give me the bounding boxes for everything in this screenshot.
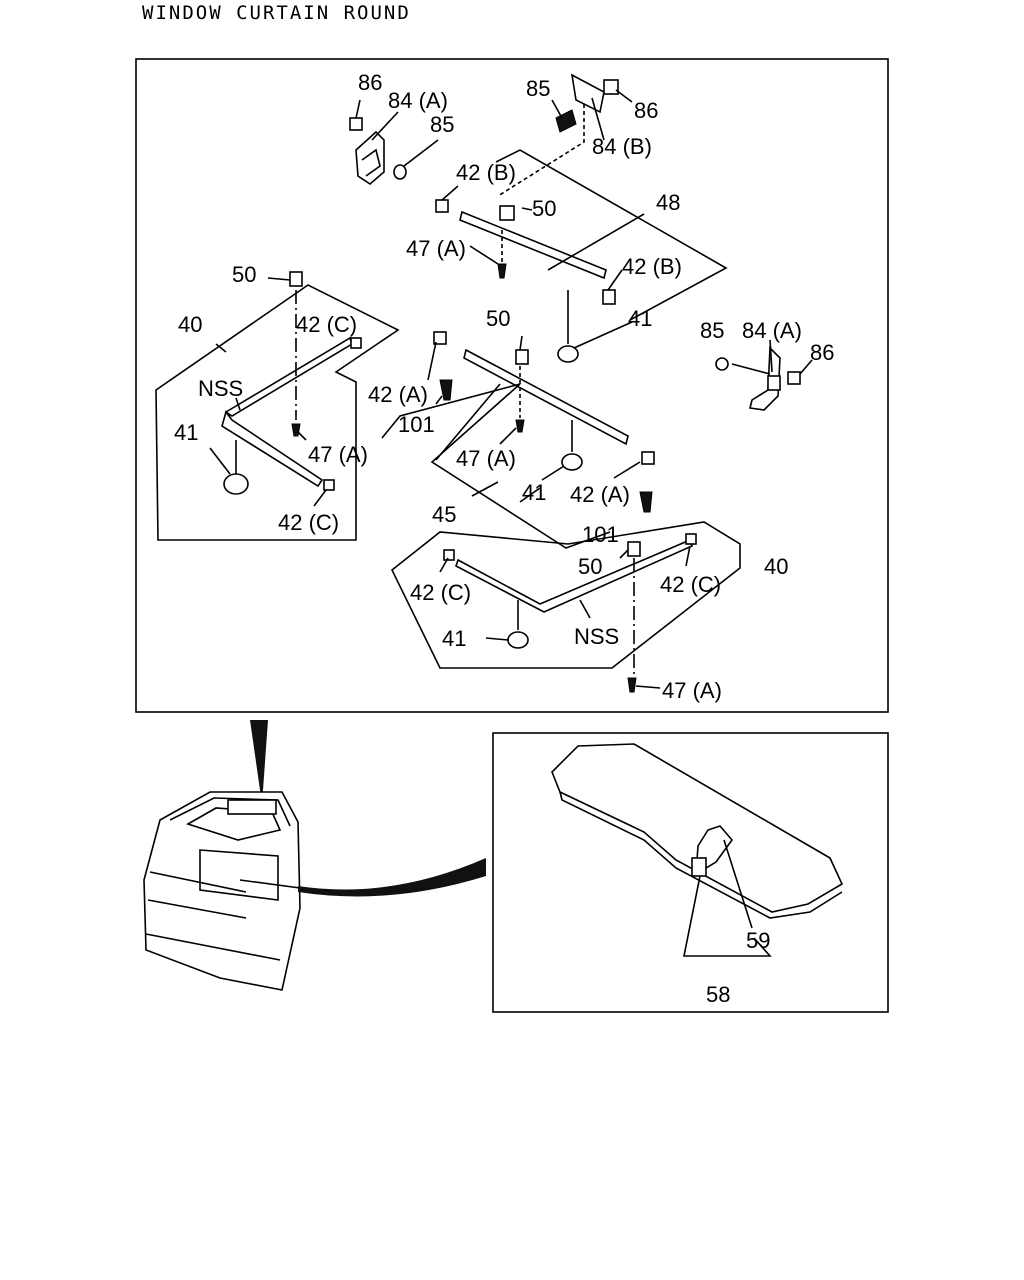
rail-48 bbox=[435, 149, 728, 363]
label-47a: 47 (A) bbox=[406, 236, 466, 261]
label-42c: 42 (C) bbox=[410, 580, 471, 605]
sun-visor-58 bbox=[551, 743, 844, 957]
label-48: 48 bbox=[656, 190, 680, 215]
page-title: WINDOW CURTAIN ROUND bbox=[142, 2, 411, 24]
label-86: 86 bbox=[634, 98, 658, 123]
label-101: 101 bbox=[582, 522, 619, 547]
label-42c: 42 (C) bbox=[296, 312, 357, 337]
label-84b: 84 (B) bbox=[592, 134, 652, 159]
label-86: 86 bbox=[810, 340, 834, 365]
label-nss: NSS bbox=[574, 624, 619, 649]
rail-40-left bbox=[155, 271, 400, 541]
label-50: 50 bbox=[232, 262, 256, 287]
label-84a: 84 (A) bbox=[742, 318, 802, 343]
label-42a: 42 (A) bbox=[570, 482, 630, 507]
label-50: 50 bbox=[486, 306, 510, 331]
label-85: 85 bbox=[526, 76, 550, 101]
visor-inset-frame bbox=[492, 732, 889, 1013]
label-42b: 42 (B) bbox=[622, 254, 682, 279]
label-40: 40 bbox=[178, 312, 202, 337]
label-45: 45 bbox=[432, 502, 456, 527]
label-42b: 42 (B) bbox=[456, 160, 516, 185]
label-101: 101 bbox=[398, 412, 435, 437]
main-diagram-frame bbox=[135, 58, 889, 713]
bracket-84a-left bbox=[349, 99, 439, 186]
rail-40-lower bbox=[390, 521, 741, 693]
bracket-84b-right bbox=[497, 73, 633, 197]
label-42c: 42 (C) bbox=[278, 510, 339, 535]
bracket-84a-right bbox=[715, 339, 813, 411]
label-42c: 42 (C) bbox=[660, 572, 721, 597]
label-59: 59 bbox=[746, 928, 770, 953]
rail-45-center bbox=[381, 331, 655, 549]
label-84a: 84 (A) bbox=[388, 88, 448, 113]
truck-cab-illustration bbox=[143, 720, 486, 991]
label-50: 50 bbox=[578, 554, 602, 579]
label-47a: 47 (A) bbox=[456, 446, 516, 471]
label-41: 41 bbox=[442, 626, 466, 651]
label-58: 58 bbox=[706, 982, 730, 1007]
label-85: 85 bbox=[430, 112, 454, 137]
label-85: 85 bbox=[700, 318, 724, 343]
label-40: 40 bbox=[764, 554, 788, 579]
callout-labels: 86 84 (A) 85 85 86 84 (B) 42 (B) 50 48 4… bbox=[174, 70, 834, 1007]
label-86: 86 bbox=[358, 70, 382, 95]
label-nss: NSS bbox=[198, 376, 243, 401]
label-41: 41 bbox=[522, 480, 546, 505]
label-47a: 47 (A) bbox=[308, 442, 368, 467]
label-50: 50 bbox=[532, 196, 556, 221]
label-41: 41 bbox=[628, 306, 652, 331]
label-41: 41 bbox=[174, 420, 198, 445]
label-47a: 47 (A) bbox=[662, 678, 722, 703]
label-42a: 42 (A) bbox=[368, 382, 428, 407]
